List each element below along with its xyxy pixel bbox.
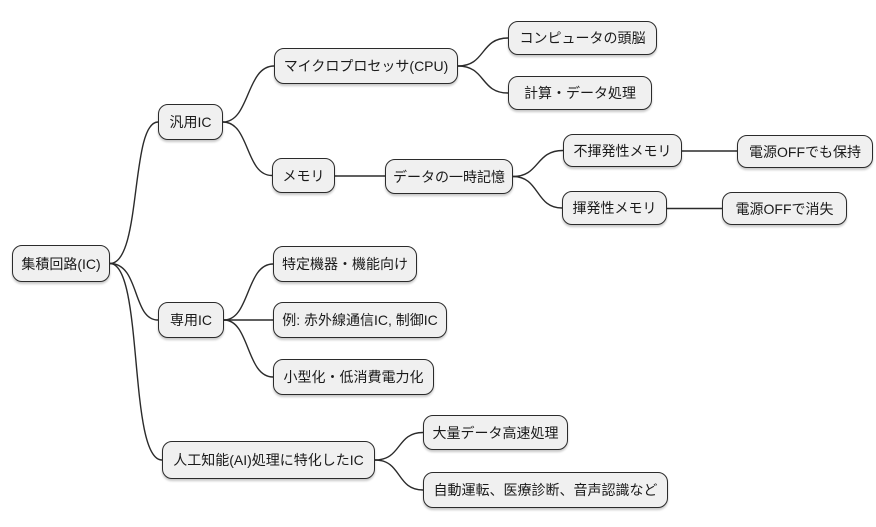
node-temp-storage: データの一時記憶 xyxy=(385,159,513,194)
node-label: 自動運転、医療診断、音声認識など xyxy=(433,482,658,498)
node-special-ic: 専用IC xyxy=(158,302,224,338)
edge-cpu-calc-processing xyxy=(457,65,509,94)
node-lost-on-off: 電源OFFで消失 xyxy=(722,192,847,225)
node-calc-processing: 計算・データ処理 xyxy=(508,76,652,110)
node-cpu: マイクロプロセッサ(CPU) xyxy=(274,48,458,84)
edge-special-ic-miniaturization xyxy=(223,319,274,378)
node-label: 電源OFFで消失 xyxy=(735,200,834,217)
edge-ai-ic-big-data xyxy=(374,431,424,461)
node-label: データの一時記憶 xyxy=(393,168,505,185)
edge-temp-storage-nonvolatile xyxy=(512,149,564,178)
edge-cpu-computer-brain xyxy=(457,37,509,67)
edge-general-ic-cpu xyxy=(222,65,275,123)
edge-root-special-ic xyxy=(109,262,159,321)
node-label: マイクロプロセッサ(CPU) xyxy=(283,58,449,74)
node-computer-brain: コンピュータの頭脳 xyxy=(508,21,657,55)
edge-ai-ic-applications xyxy=(374,459,424,491)
node-memory: メモリ xyxy=(272,158,335,193)
node-general-ic: 汎用IC xyxy=(158,104,223,140)
edge-general-ic-memory xyxy=(222,121,273,177)
node-label: 集積回路(IC) xyxy=(21,255,101,272)
node-label: コンピュータの頭脳 xyxy=(519,30,646,46)
node-specific-use: 特定機器・機能向け xyxy=(273,246,417,282)
node-examples: 例: 赤外線通信IC, 制御IC xyxy=(273,302,447,338)
node-label: 汎用IC xyxy=(169,114,212,130)
edge-temp-storage-volatile xyxy=(512,175,563,209)
node-label: 小型化・低消費電力化 xyxy=(283,369,424,385)
node-miniaturization: 小型化・低消費電力化 xyxy=(273,359,434,395)
node-label: 人工知能(AI)処理に特化したIC xyxy=(173,452,364,468)
node-label: 専用IC xyxy=(170,312,212,328)
edge-root-ai-ic xyxy=(109,262,163,461)
node-label: 大量データ高速処理 xyxy=(432,424,559,441)
node-label: 計算・データ処理 xyxy=(524,85,636,101)
node-applications: 自動運転、医療診断、音声認識など xyxy=(423,472,668,508)
node-keep-on-off: 電源OFFでも保持 xyxy=(737,135,873,168)
node-label: 例: 赤外線通信IC, 制御IC xyxy=(282,312,438,328)
node-big-data: 大量データ高速処理 xyxy=(423,415,568,450)
node-label: 不揮発性メモリ xyxy=(573,142,672,159)
node-root: 集積回路(IC) xyxy=(12,245,110,282)
node-label: 電源OFFでも保持 xyxy=(749,143,861,160)
edge-special-ic-specific xyxy=(223,263,274,321)
node-volatile: 揮発性メモリ xyxy=(562,191,667,225)
node-label: 揮発性メモリ xyxy=(572,200,657,216)
node-ai-ic: 人工知能(AI)処理に特化したIC xyxy=(162,441,375,479)
edge-root-general-ic xyxy=(109,121,159,265)
node-nonvolatile: 不揮発性メモリ xyxy=(563,134,682,167)
node-label: 特定機器・機能向け xyxy=(282,256,408,272)
node-label: メモリ xyxy=(282,167,325,184)
